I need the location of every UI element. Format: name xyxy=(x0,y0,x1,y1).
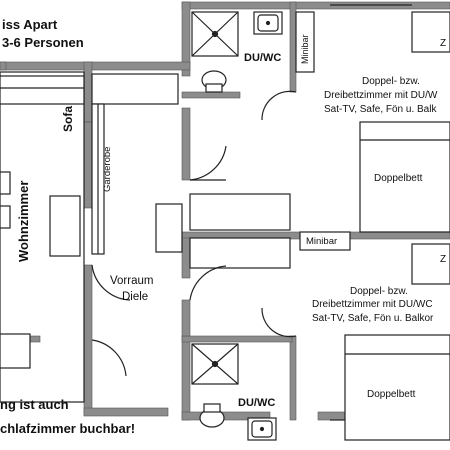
note-line-1: ng ist auch xyxy=(0,397,69,412)
sofa-label: Sofa xyxy=(61,106,75,132)
header-line-1: iss Apart xyxy=(2,17,58,32)
z-bottom-label: Z xyxy=(440,254,446,265)
toilet-top xyxy=(201,70,227,93)
note-line-2: chlafzimmer buchbar! xyxy=(0,421,135,436)
minibar-top-label: Minibar xyxy=(300,34,310,64)
shower-top xyxy=(191,11,239,57)
diele-label: Diele xyxy=(122,291,148,303)
toilet-bottom xyxy=(199,403,225,428)
sink-bottom xyxy=(247,417,277,441)
du-wc-top-label: DU/WC xyxy=(244,52,281,64)
bedroom-top-line-3: Sat-TV, Safe, Fön u. Balk xyxy=(324,104,437,115)
header-line-2: 3-6 Personen xyxy=(2,35,84,50)
z-top-label: Z xyxy=(440,38,446,49)
bedroom-top-line-2: Dreibettzimmer mit DU/W xyxy=(324,90,438,101)
bedroom-top-line-1: Doppel- bzw. xyxy=(362,76,420,87)
bedroom-top-bed: Doppelbett xyxy=(374,173,423,184)
bedroom-bottom-line-1: Doppel- bzw. xyxy=(350,286,408,297)
bedroom-bottom-line-2: Dreibettzimmer mit DU/WC xyxy=(312,299,433,310)
wohnzimmer-label: Wohnzimmer xyxy=(16,181,31,262)
shower-bottom xyxy=(191,343,239,385)
sink-top xyxy=(253,11,283,35)
du-wc-bottom-label: DU/WC xyxy=(238,397,275,409)
vorraum-label: Vorraum xyxy=(110,275,153,287)
minibar-mid-label: Minibar xyxy=(306,236,337,247)
garderobe-label: Garderobe xyxy=(102,147,113,192)
bedroom-bottom-line-3: Sat-TV, Safe, Fön u. Balkor xyxy=(312,313,434,324)
interior-lines xyxy=(0,4,450,441)
bedroom-bottom-bed: Doppelbett xyxy=(367,389,416,400)
